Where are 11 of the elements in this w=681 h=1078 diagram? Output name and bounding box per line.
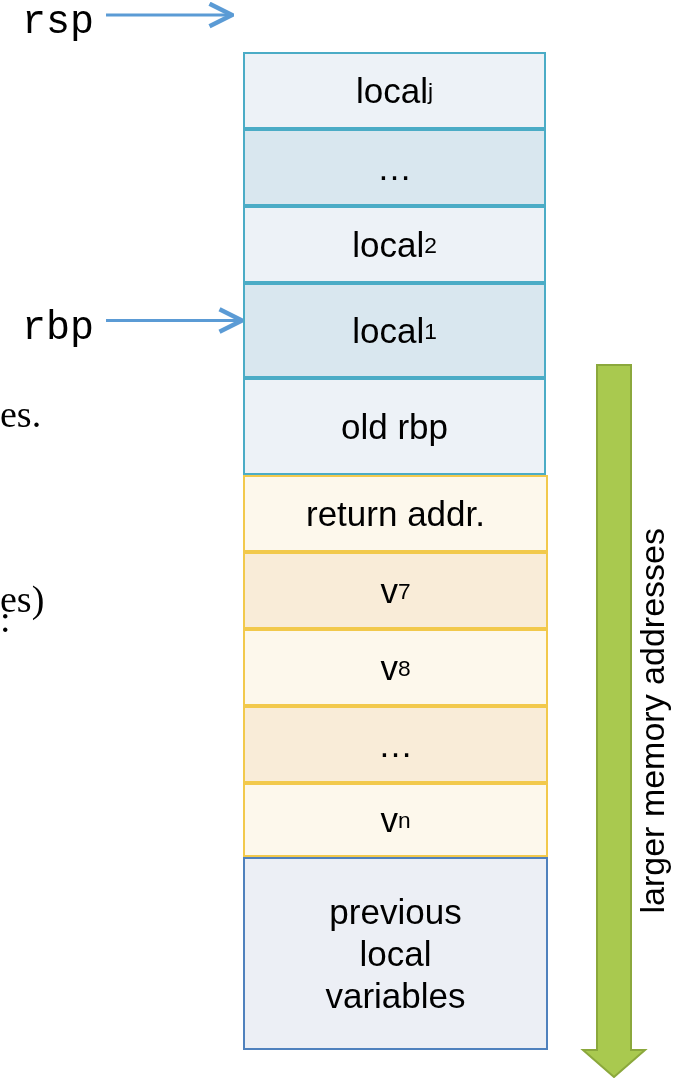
stack-slot: … — [243, 129, 546, 206]
register-name: rsp — [22, 0, 94, 50]
stack-slot: old rbp — [243, 378, 546, 475]
text-fragment: es. — [0, 392, 42, 436]
stack-slot: … — [243, 706, 548, 783]
stack-slot: previous local variables — [243, 857, 548, 1050]
register-name: rbp — [22, 306, 94, 356]
arrow — [106, 1, 235, 29]
stack-slot: return addr. — [243, 475, 548, 552]
arrow — [106, 307, 245, 334]
axis-label: larger memory addresses — [633, 527, 672, 913]
